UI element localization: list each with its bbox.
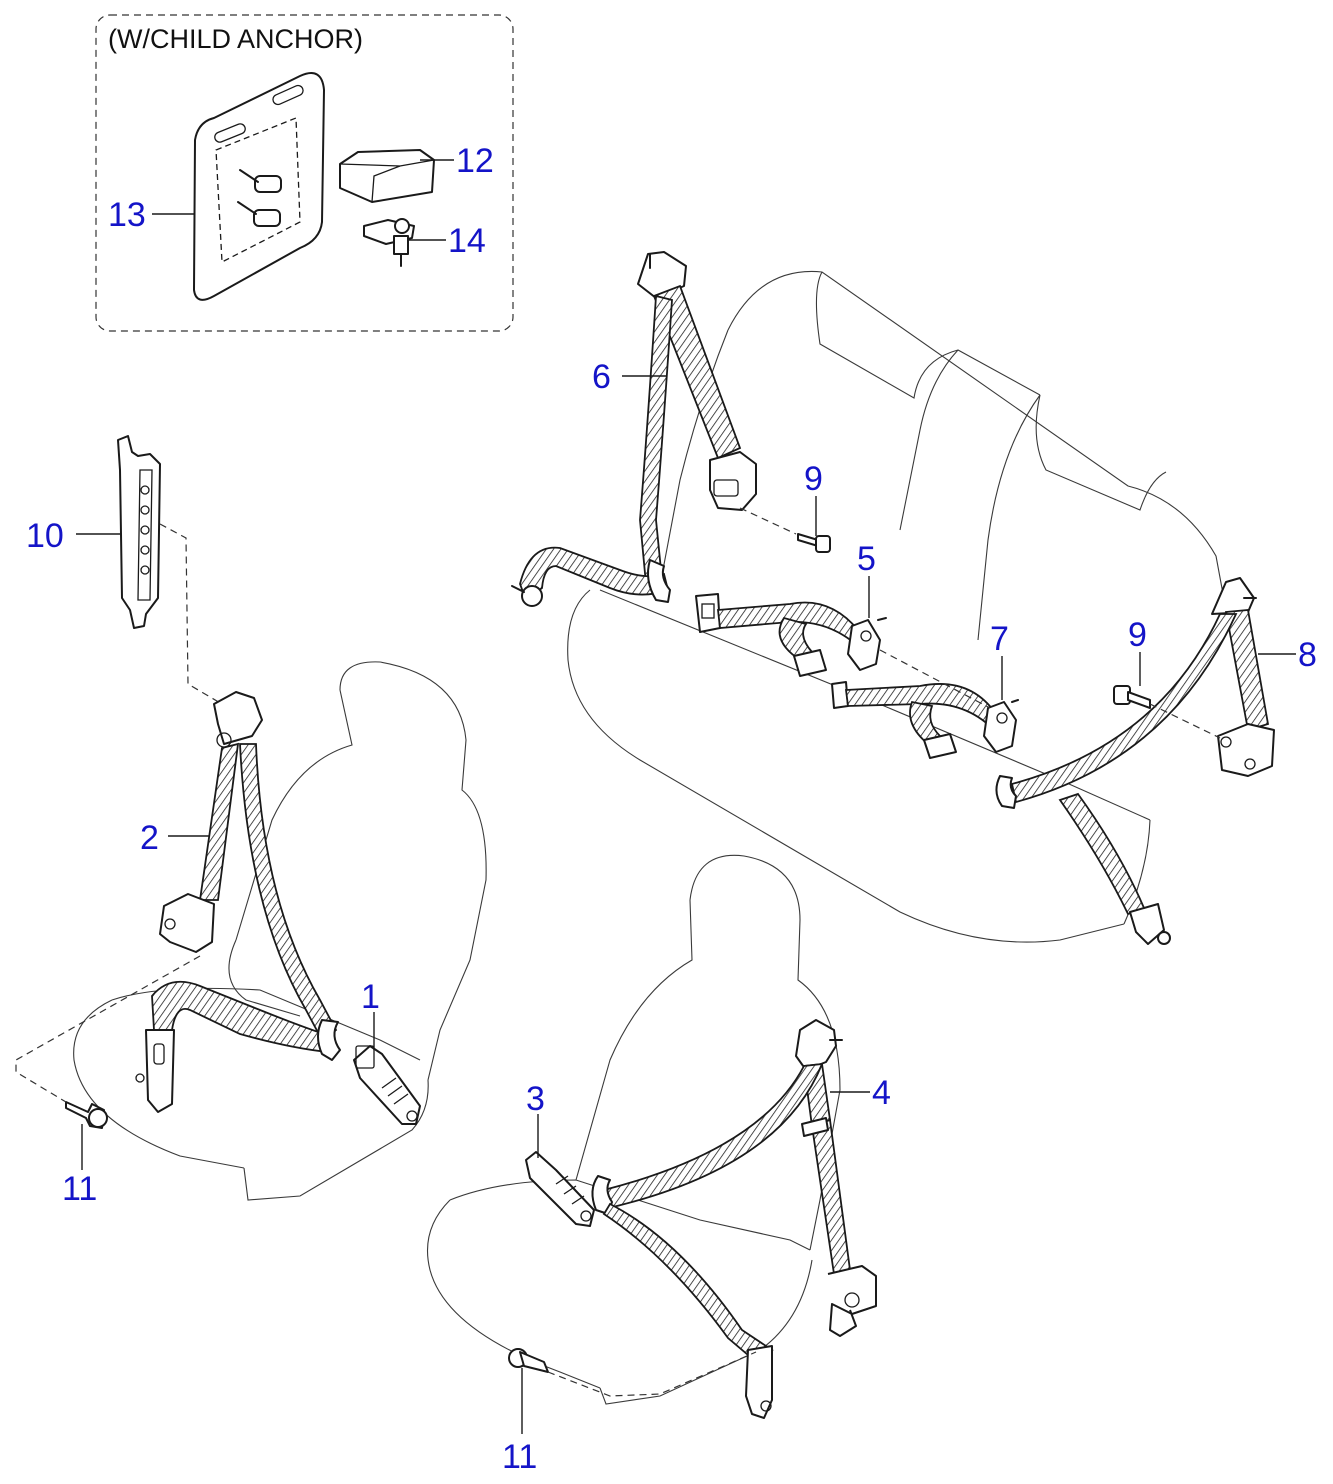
part-2-front-outer-belt: [135, 691, 338, 1113]
callout-13: 13: [108, 196, 146, 234]
part-3-front-right-buckle: [525, 1151, 595, 1227]
callout-9-upper: 9: [804, 460, 823, 498]
callout-numbers: 1 2 3 4 5 6 7 8 9 9 10 11 11 12 13 14: [26, 142, 1317, 1476]
callout-1: 1: [361, 978, 380, 1016]
part-8-rear-right-belt: [995, 577, 1275, 945]
part-5-rear-center-buckle-a: [695, 593, 887, 677]
child-anchor-inset: (W/CHILD ANCHOR): [95, 14, 514, 332]
callout-5: 5: [857, 540, 876, 578]
callout-3: 3: [526, 1080, 545, 1118]
callout-9-lower: 9: [1128, 616, 1147, 654]
child-anchor-panel: [193, 72, 325, 301]
callout-2: 2: [140, 819, 159, 857]
front-right-seat-outline: [426, 854, 841, 1405]
inset-label: (W/CHILD ANCHOR): [108, 24, 363, 54]
callout-4: 4: [872, 1074, 891, 1112]
part-9-bolt-upper: [797, 533, 831, 553]
anchor-cover: [339, 149, 435, 203]
callout-12: 12: [456, 142, 494, 180]
anchor-bolt-assembly: [363, 218, 415, 267]
part-9-bolt-lower: [1113, 685, 1151, 709]
callout-7: 7: [990, 620, 1009, 658]
callout-6: 6: [592, 358, 611, 396]
leader-lines: [76, 159, 1296, 1434]
callout-14: 14: [448, 222, 486, 260]
part-11-front-left-bolt: [65, 1101, 108, 1129]
anchor-stud-upper: [239, 169, 282, 193]
part-7-rear-center-buckle-b: [831, 681, 1019, 759]
anchor-stud-lower: [237, 201, 281, 227]
callout-11-left: 11: [62, 1170, 97, 1208]
callout-10: 10: [26, 517, 64, 555]
part-4-front-right-belt: [591, 1019, 877, 1419]
part-1-front-buckle: [317, 1019, 421, 1125]
callout-11-right: 11: [502, 1438, 537, 1476]
part-10-height-adjuster: [117, 435, 161, 629]
part-6-rear-left-belt: [511, 251, 757, 607]
part-11-front-right-bolt: [508, 1348, 549, 1373]
callout-8: 8: [1298, 636, 1317, 674]
